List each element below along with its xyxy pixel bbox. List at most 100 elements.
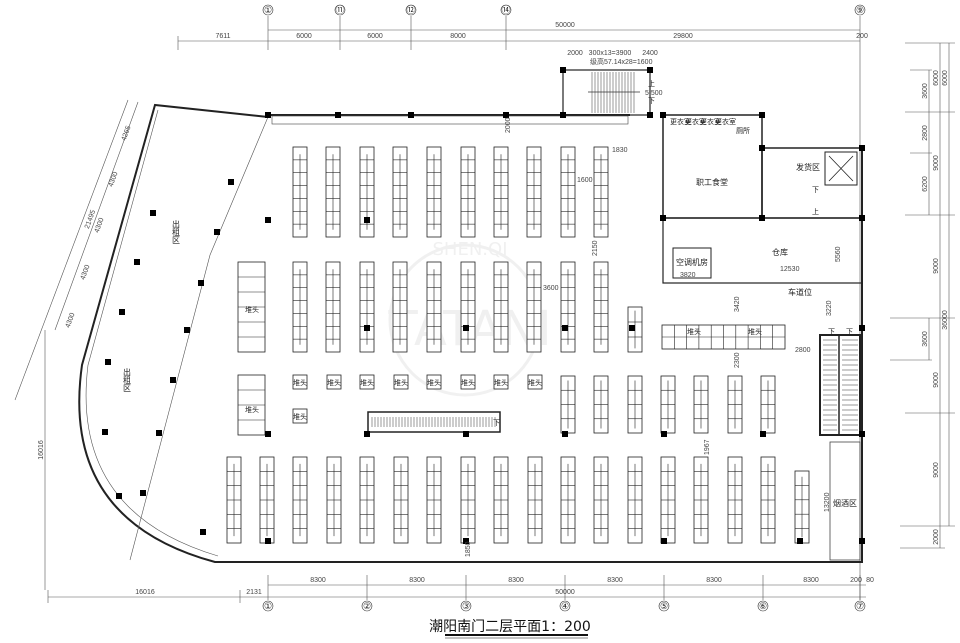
elevator-cross-icon	[828, 155, 854, 182]
axis-bubble	[262, 600, 274, 612]
shelf	[693, 456, 709, 544]
axis-bubble	[262, 4, 274, 16]
shelf	[392, 261, 408, 353]
structural-column	[364, 431, 370, 437]
lane-label: 车道位	[788, 287, 812, 297]
shelf	[660, 375, 676, 434]
dim-label: 8300	[310, 577, 326, 584]
dim-label: 7611	[215, 33, 230, 40]
structural-column	[629, 325, 635, 331]
dim-label: 3600	[922, 83, 929, 99]
dim-label: 8300	[409, 577, 425, 584]
axis-label: ⑤	[660, 601, 668, 611]
shelf	[493, 456, 509, 544]
shelf	[527, 456, 543, 544]
dim-label: 8300	[508, 577, 524, 584]
shelf	[526, 146, 542, 238]
dim-label: 9000	[933, 258, 940, 274]
structural-column	[859, 215, 865, 221]
shelf	[794, 470, 810, 544]
inner-dimensions: 2000 1830 1600 2150 3600 3420 3220 2800 …	[465, 117, 842, 557]
structural-column	[364, 217, 370, 223]
display-box: 堆头	[359, 374, 375, 390]
shelf	[359, 261, 375, 353]
structural-column	[156, 430, 162, 436]
dim-label: 16016	[38, 440, 45, 460]
structural-column	[134, 259, 140, 265]
structural-column	[859, 431, 865, 437]
watermark-text: SHEN.QI	[433, 239, 508, 260]
canteen-label: 职工食堂	[696, 177, 728, 187]
axis-label: ①	[264, 5, 272, 15]
axis-bubble	[559, 600, 571, 612]
display-label: 堆头	[293, 378, 307, 387]
shelf	[560, 456, 576, 544]
changing-room-label: 更衣室	[700, 117, 721, 126]
display-label: 堆头	[245, 405, 259, 414]
changing-room-label: 更衣室	[685, 117, 706, 126]
axis-bubble	[361, 600, 373, 612]
dim-label: 2800	[795, 347, 811, 354]
dim-label: 2400	[642, 50, 658, 57]
shelf	[560, 261, 576, 353]
changing-room-label: 更衣室	[670, 117, 691, 126]
dim-label: 6000	[933, 70, 940, 86]
dim-label: 2300	[734, 352, 741, 368]
dim-label: 12530	[780, 266, 800, 273]
dim-label: 4300	[94, 217, 106, 234]
structural-column	[859, 325, 865, 331]
dim-label: 2000	[933, 529, 940, 545]
structural-column	[759, 145, 765, 151]
ac-room	[672, 247, 712, 279]
level-mark: 5.500	[645, 90, 663, 97]
structural-column	[562, 431, 568, 437]
top-stair	[562, 69, 651, 116]
structural-column	[759, 112, 765, 118]
dim-label: 5560	[835, 246, 842, 262]
dim-label: 9000	[933, 462, 940, 478]
axis-label: ⑫	[406, 5, 415, 15]
structural-column	[265, 538, 271, 544]
structural-column	[760, 431, 766, 437]
display-box: 堆头	[292, 408, 308, 424]
shelf	[560, 375, 576, 434]
axis-bubble	[460, 600, 472, 612]
display-box: 堆头	[393, 374, 409, 390]
structural-column	[198, 280, 204, 286]
structural-column	[797, 538, 803, 544]
structural-column	[335, 112, 341, 118]
dim-label: 8300	[706, 577, 722, 584]
dim-label: 2000	[567, 50, 583, 57]
shelf	[560, 146, 576, 238]
dim-label: 16016	[135, 589, 155, 596]
display-label: 堆头	[461, 378, 475, 387]
dim-label: 2150	[592, 240, 599, 256]
shelf	[325, 261, 341, 353]
room-labels: 职工食堂 发货区 仓库 空调机房 车道位 烟酒区 出租区 出租区 更衣室 更衣室…	[123, 50, 858, 508]
dim-label: 9000	[933, 372, 940, 388]
escalator-center	[367, 411, 501, 433]
shelf	[493, 261, 509, 353]
dim-label: 1600	[577, 177, 593, 184]
tobacco-label: 烟酒区	[833, 499, 857, 508]
escalator-down-label: 下	[828, 328, 835, 336]
structural-column	[660, 215, 666, 221]
structural-column	[170, 377, 176, 383]
shelf	[727, 456, 743, 544]
elevator	[824, 151, 858, 186]
shelf	[460, 146, 476, 238]
dim-label: 1967	[704, 439, 711, 455]
stair-down-label: 下	[648, 97, 655, 105]
shelf	[627, 375, 643, 434]
ac-room-label: 空调机房	[676, 257, 708, 267]
shelf	[526, 261, 542, 353]
dim-label: 36000	[942, 310, 949, 330]
display-box: 堆头	[426, 374, 442, 390]
warehouse-label: 仓库	[772, 247, 788, 257]
building-outline: 堆头堆头 堆头堆头堆头堆头堆头堆头堆头堆头堆头堆头堆头	[78, 67, 865, 563]
shelf	[627, 456, 643, 544]
dim-label: 13200	[824, 492, 831, 512]
display-label: 堆头	[427, 378, 441, 387]
axis-bubble	[757, 600, 769, 612]
shelf	[593, 261, 609, 353]
